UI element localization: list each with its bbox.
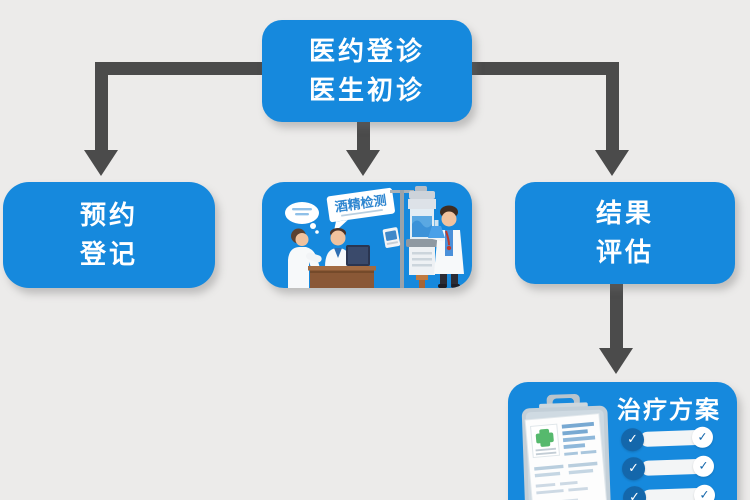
node-registration-initial-visit: 医约登诊 医生初诊 (262, 20, 472, 122)
node-registration-line1: 医约登诊 (308, 36, 425, 66)
check-icon: ✓ (621, 456, 646, 481)
checklist-row: ✓ ✓ (621, 453, 715, 481)
connector-left-vertical (95, 62, 108, 152)
check-icon: ✓ (691, 425, 714, 448)
check-icon: ✓ (622, 485, 647, 500)
alcohol-test-banner: 酒精检测 (326, 187, 395, 234)
checklist-row: ✓ ✓ (620, 424, 714, 452)
node-appointment-label: 预约 登记 (3, 182, 215, 288)
thought-bubble (285, 202, 319, 234)
node-alcohol-test: 酒精检测 (262, 182, 472, 288)
laptop (346, 245, 370, 266)
doctor-at-desk (325, 228, 351, 267)
check-icon: ✓ (693, 483, 716, 500)
arrowhead-left (84, 150, 118, 176)
alcohol-detector-device (406, 186, 438, 288)
patient-figure (288, 228, 322, 288)
connector-right-vertical (606, 62, 619, 152)
treatment-checklist: ✓ ✓ ✓ ✓ ✓ ✓ (620, 424, 716, 500)
checklist-row: ✓ ✓ (622, 482, 716, 500)
node-registration-label: 医约登诊 医生初诊 (262, 20, 472, 122)
pole-monitor (382, 227, 401, 248)
node-result-line1: 结果 (595, 198, 654, 228)
treatment-plan-title: 治疗方案 (617, 397, 721, 424)
node-appointment-line1: 预约 (79, 200, 138, 230)
clipboard-illustration (510, 392, 622, 500)
connector-center-vertical (357, 118, 370, 152)
node-treatment-plan: 治疗方案 (508, 382, 737, 500)
node-registration-line2: 医生初诊 (308, 75, 425, 105)
banner-label: 酒精检测 (334, 192, 388, 214)
arrowhead-right (595, 150, 629, 176)
node-appointment-line2: 登记 (79, 239, 138, 269)
check-icon: ✓ (692, 454, 715, 477)
node-appointment-checkin: 预约 登记 (3, 182, 215, 288)
green-cross-card (530, 423, 561, 459)
connector-result-to-treatment (610, 284, 623, 350)
check-icon: ✓ (620, 427, 645, 452)
node-result-line2: 评估 (595, 237, 654, 267)
clipboard-icon (521, 393, 612, 500)
node-result-evaluation: 结果 评估 (515, 182, 735, 284)
desk (308, 266, 376, 288)
node-result-label: 结果 评估 (515, 182, 735, 284)
standing-doctor-figure (428, 205, 464, 288)
arrowhead-center (346, 150, 380, 176)
arrowhead-treatment (599, 348, 633, 374)
alcohol-test-illustration: 酒精检测 (285, 186, 464, 288)
iv-pole (390, 190, 414, 288)
